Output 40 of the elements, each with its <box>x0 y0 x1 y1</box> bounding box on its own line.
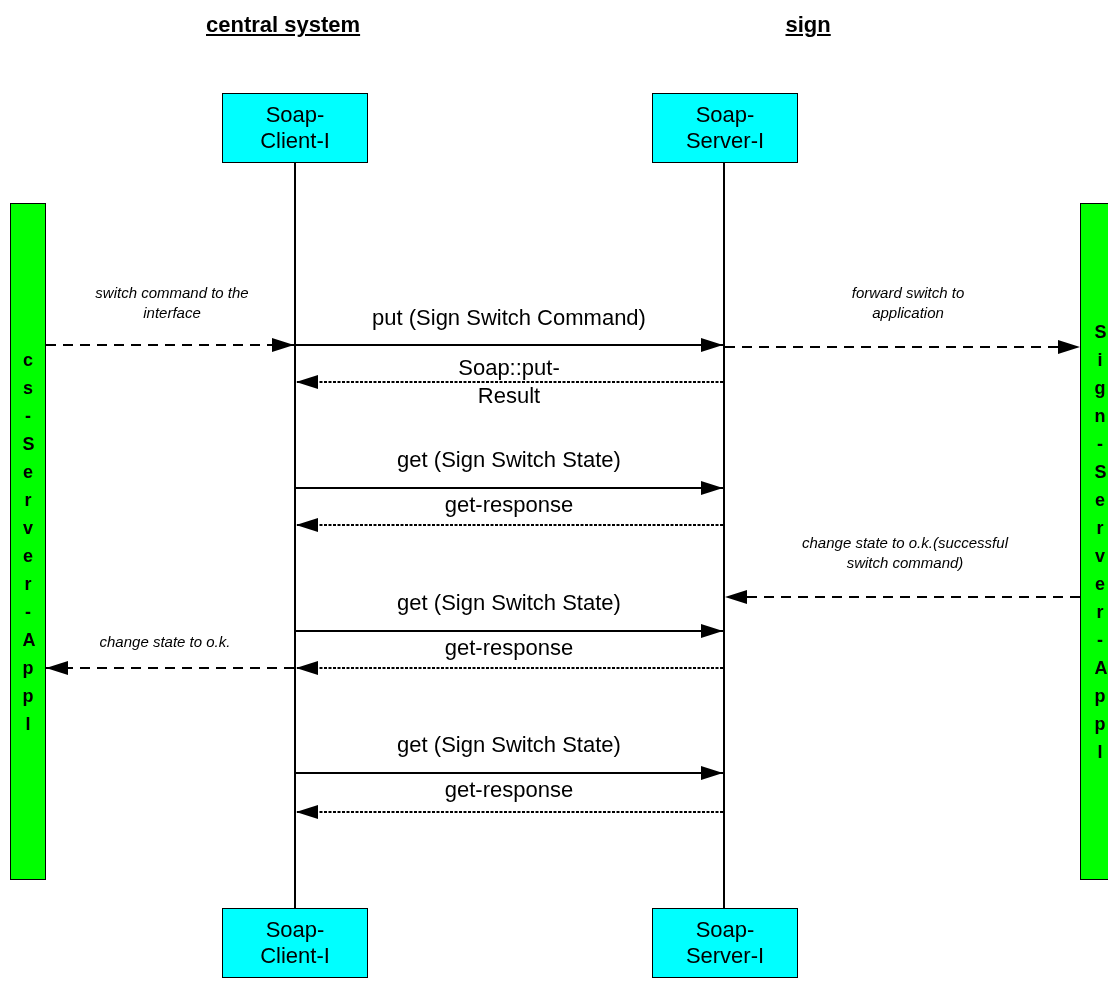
application-bar <box>1080 203 1108 880</box>
participant-name: Soap- Client-I <box>259 917 331 969</box>
message-arrow <box>45 661 295 675</box>
vertical-label: Sign-Server-Appl <box>1094 320 1106 764</box>
column-heading: central system <box>206 12 361 38</box>
lifeline <box>723 163 725 908</box>
participant-box <box>222 908 368 978</box>
participant-name: Soap- Client-I <box>259 102 331 154</box>
message-arrow <box>724 340 1081 354</box>
edge-label: change state to o.k. <box>98 632 232 652</box>
edge-label: get (Sign Switch State) <box>396 731 622 759</box>
vertical-label: cs-Server-Appl <box>22 348 34 736</box>
message-arrow <box>295 766 724 780</box>
edge-label: get-response <box>443 776 575 804</box>
message-arrow <box>295 661 724 675</box>
lifeline <box>294 163 296 908</box>
message-arrow <box>295 375 724 389</box>
message-arrow <box>295 481 724 495</box>
edge-label: switch command to the interface <box>94 283 250 323</box>
participant-box <box>652 908 798 978</box>
participant-box <box>222 93 368 163</box>
edge-label: put (Sign Switch Command) <box>371 304 647 332</box>
edge-label: get-response <box>443 491 575 519</box>
edge-label: change state to o.k.(successful switch command) <box>801 533 1010 573</box>
edge-label: Soap::put- Result <box>457 354 561 410</box>
message-arrow <box>295 805 724 819</box>
message-arrow <box>295 338 724 352</box>
edge-label: get (Sign Switch State) <box>396 589 622 617</box>
message-arrow <box>724 590 1081 604</box>
message-arrow <box>45 338 295 352</box>
edge-label: forward switch to application <box>850 283 966 323</box>
participant-box <box>652 93 798 163</box>
message-arrow <box>295 518 724 532</box>
application-bar <box>10 203 46 880</box>
edge-label: get (Sign Switch State) <box>396 446 622 474</box>
participant-name: Soap- Server-I <box>685 917 765 969</box>
edge-label: get-response <box>443 634 575 662</box>
participant-name: Soap- Server-I <box>685 102 765 154</box>
column-heading: sign <box>785 12 831 38</box>
message-arrow <box>295 624 724 638</box>
